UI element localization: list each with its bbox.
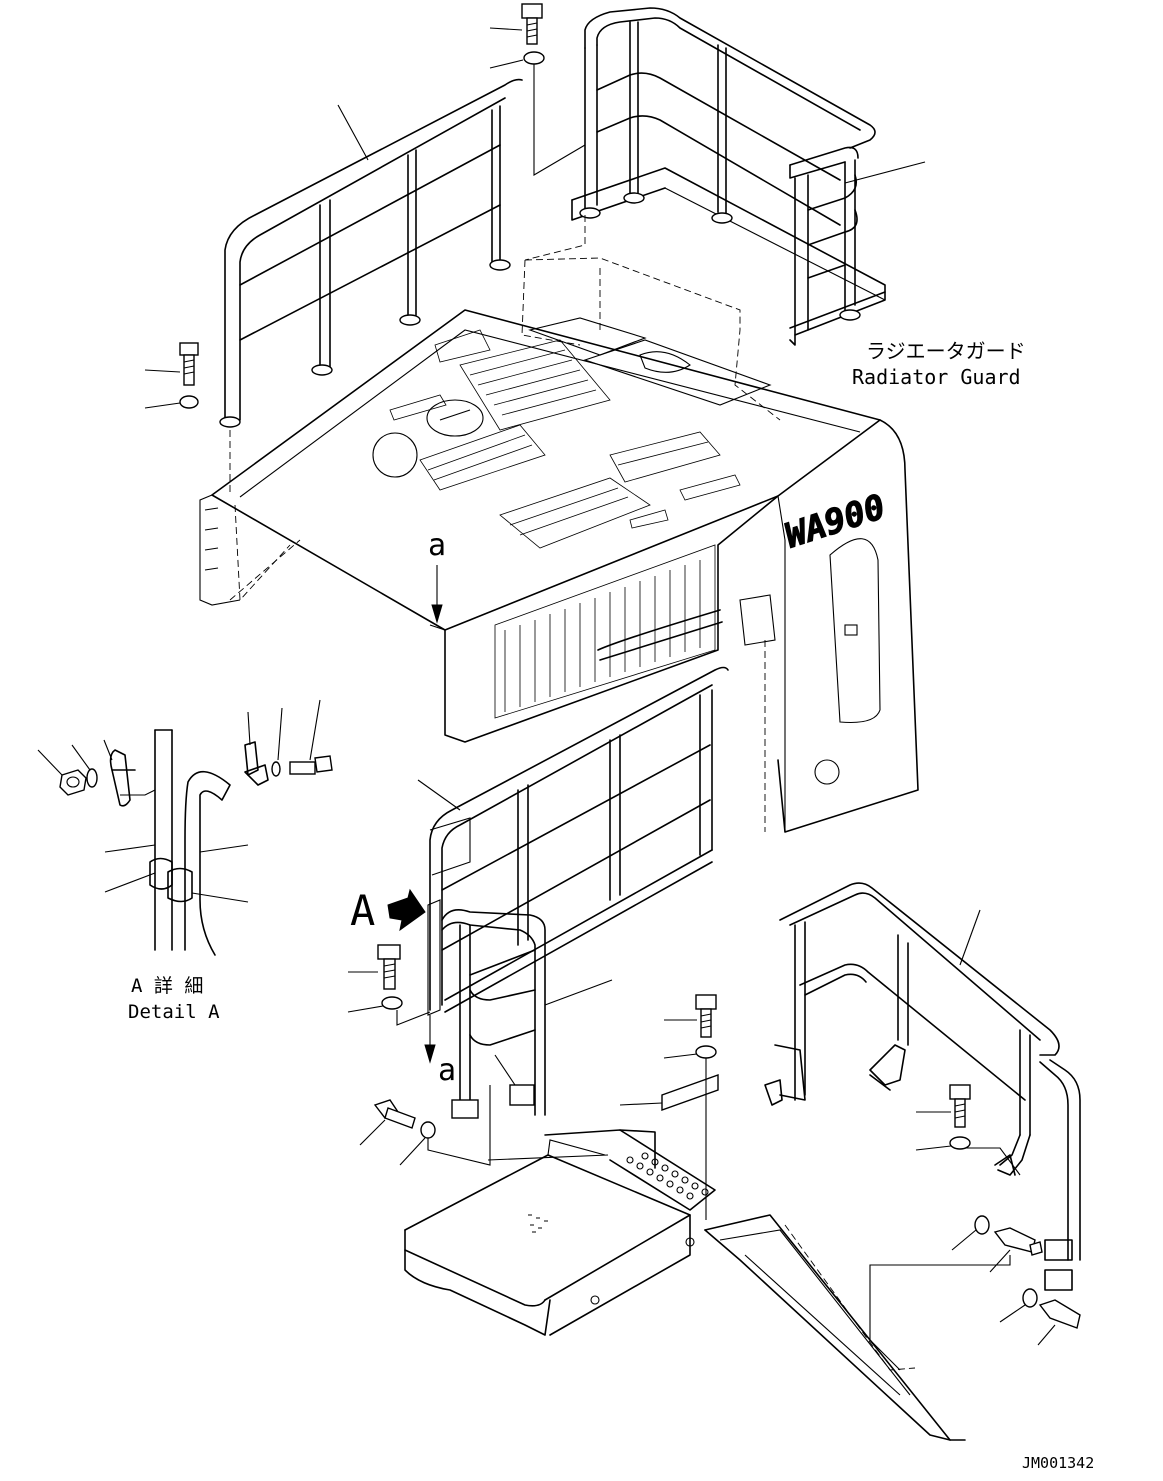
bolt-center-left xyxy=(377,944,403,1010)
battery-box-step xyxy=(404,1129,966,1441)
bolt-right-upper xyxy=(949,1084,971,1150)
bolt-right-lower xyxy=(974,1215,1081,1329)
handrail-top-left xyxy=(219,78,523,428)
radiator-guard xyxy=(571,7,886,346)
view-a-label: A xyxy=(350,886,375,935)
step-perforations xyxy=(626,1152,709,1200)
view-ref-a-top: a xyxy=(428,528,446,563)
view-ref-a-bottom: a xyxy=(438,1053,456,1088)
radiator-guard-label-jp: ラジエータガード xyxy=(866,339,1026,363)
radiator-guard-label-en: Radiator Guard xyxy=(852,365,1021,389)
model-badge: WA900 xyxy=(780,487,890,557)
plate-center xyxy=(661,994,719,1111)
handrail-right xyxy=(764,882,1081,1291)
bolt-bottom-left xyxy=(373,1099,436,1139)
detail-a-label-jp: A 詳 細 xyxy=(131,975,203,997)
handrail-front xyxy=(427,666,729,1119)
detail-a-label-en: Detail A xyxy=(128,1001,220,1023)
drawing-number: JM001342 xyxy=(1022,1454,1094,1472)
bolt-top-center xyxy=(521,3,545,65)
engine-hood: WA900 xyxy=(199,257,919,833)
bolt-left-top xyxy=(179,342,199,409)
detail-a-drawing xyxy=(59,729,333,956)
